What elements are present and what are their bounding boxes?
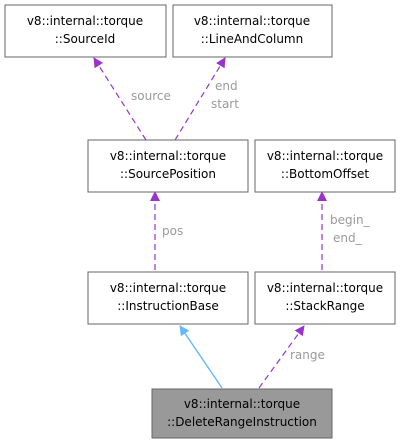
node-source-id-namespace: v8::internal::torque (27, 14, 143, 28)
edge-begin-label: begin_ (330, 213, 371, 227)
edge-source-line (93, 57, 147, 141)
edge-range-label: range (290, 348, 325, 362)
node-bottom-offset-namespace: v8::internal::torque (267, 149, 383, 163)
edge-range: range (258, 325, 325, 389)
edge-end-label: end (215, 79, 238, 93)
node-instruction-base-name: ::InstructionBase (117, 299, 219, 313)
edge-inheritance (179, 325, 223, 389)
edge-end-start: end start (174, 57, 239, 141)
node-source-position-name: ::SourcePosition (120, 167, 216, 181)
node-stack-range[interactable]: v8::internal::torque ::StackRange (254, 271, 396, 325)
edge-source-label: source (131, 89, 171, 103)
node-source-id[interactable]: v8::internal::torque ::SourceId (4, 4, 167, 58)
node-instruction-base[interactable]: v8::internal::torque ::InstructionBase (87, 271, 249, 325)
node-source-position[interactable]: v8::internal::torque ::SourcePosition (87, 139, 249, 193)
node-delete-range-instruction: v8::internal::torque ::DeleteRangeInstru… (151, 388, 333, 439)
node-stack-range-name: ::StackRange (285, 299, 364, 313)
node-source-position-namespace: v8::internal::torque (110, 149, 226, 163)
node-delete-range-instruction-name: ::DeleteRangeInstruction (167, 415, 317, 429)
node-delete-range-instruction-namespace: v8::internal::torque (184, 397, 300, 411)
edge-pos-label: pos (162, 224, 183, 238)
edge-source: source (93, 57, 171, 141)
edge-range-line (258, 325, 305, 389)
edge-pos: pos (150, 191, 183, 270)
node-instruction-base-namespace: v8::internal::torque (110, 281, 226, 295)
node-line-and-column-namespace: v8::internal::torque (194, 14, 310, 28)
node-line-and-column[interactable]: v8::internal::torque ::LineAndColumn (172, 4, 333, 58)
edge-end-start-line (174, 57, 226, 141)
node-stack-range-namespace: v8::internal::torque (267, 281, 383, 295)
node-source-id-name: ::SourceId (55, 32, 115, 46)
edge-start-label: start (211, 97, 239, 111)
node-bottom-offset[interactable]: v8::internal::torque ::BottomOffset (254, 139, 396, 193)
edge-inheritance-line (179, 325, 223, 389)
node-line-and-column-name: ::LineAndColumn (201, 32, 303, 46)
node-bottom-offset-name: ::BottomOffset (281, 167, 369, 181)
edge-end-underscore-label: end_ (333, 231, 363, 245)
edge-begin-end: begin_ end_ (317, 191, 371, 270)
